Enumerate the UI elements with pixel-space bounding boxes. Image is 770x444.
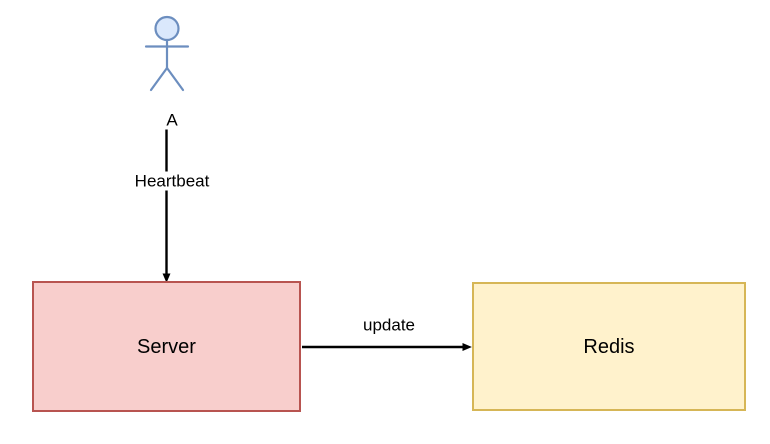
node-server[interactable]: Server bbox=[32, 281, 301, 412]
edge-label-heartbeat[interactable]: Heartbeat bbox=[131, 171, 213, 191]
node-redis-label: Redis bbox=[583, 335, 635, 358]
edge-label-update[interactable]: update bbox=[360, 315, 418, 335]
node-server-label: Server bbox=[137, 335, 196, 358]
node-redis[interactable]: Redis bbox=[472, 282, 746, 411]
actor-label-a: A bbox=[163, 110, 181, 130]
stick-figure-actor-icon bbox=[144, 15, 190, 92]
